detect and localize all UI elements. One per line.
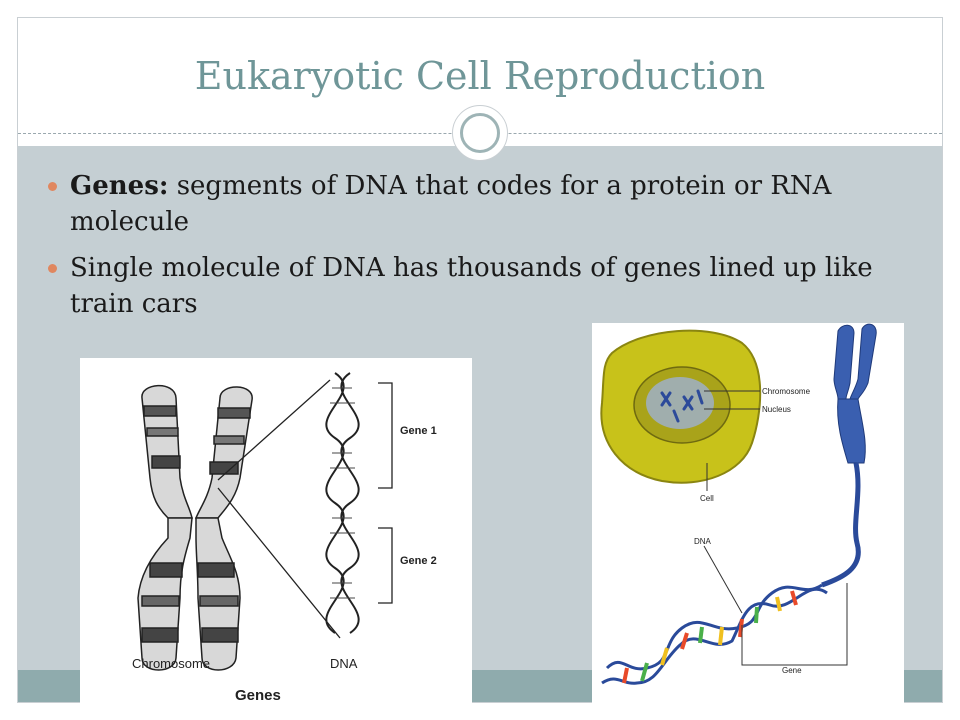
gene1-bracket <box>378 382 393 489</box>
cell-dna-image: Chromosome Nucleus Cell DNA <box>592 323 904 703</box>
dna-strand-label: DNA <box>694 537 712 546</box>
chromosome-label: Chromosome <box>132 656 210 671</box>
gene1-label: Gene 1 <box>400 425 437 437</box>
genes-diagram-svg: Gene 1 Gene 2 Chromosome DNA Genes <box>132 372 437 704</box>
bullet-term: Genes: <box>70 171 169 201</box>
genes-diagram-image: Gene 1 Gene 2 Chromosome DNA Genes <box>80 358 472 705</box>
figure-caption: Genes <box>235 687 281 704</box>
bullet-text: segments of DNA that codes for a protein… <box>70 171 832 237</box>
chromosome-x-drawing <box>833 323 877 464</box>
decorative-circle-icon <box>460 113 500 153</box>
bullet-dot-icon <box>48 182 57 191</box>
bullet-text: Single molecule of DNA has thousands of … <box>70 253 873 319</box>
cell-label: Cell <box>700 494 714 503</box>
gene2-bracket <box>378 527 393 604</box>
cell-dna-svg: Chromosome Nucleus Cell DNA <box>600 323 877 685</box>
dna-label: DNA <box>330 656 358 671</box>
nucleus-label: Nucleus <box>762 405 791 414</box>
bullet-item-dna: Single molecule of DNA has thousands of … <box>48 250 928 322</box>
gene2-label: Gene 2 <box>400 555 437 567</box>
cell-chromosome-label: Chromosome <box>762 387 811 396</box>
bullet-item-genes: Genes: segments of DNA that codes for a … <box>48 168 928 240</box>
bullet-list: Genes: segments of DNA that codes for a … <box>48 168 928 332</box>
cell-drawing <box>600 329 762 484</box>
slide-title: Eukaryotic Cell Reproduction <box>194 54 766 98</box>
bullet-dot-icon <box>48 264 57 273</box>
gene-label: Gene <box>782 666 802 675</box>
chromosome-drawing <box>137 384 253 671</box>
dna-helix-drawing <box>325 372 360 634</box>
